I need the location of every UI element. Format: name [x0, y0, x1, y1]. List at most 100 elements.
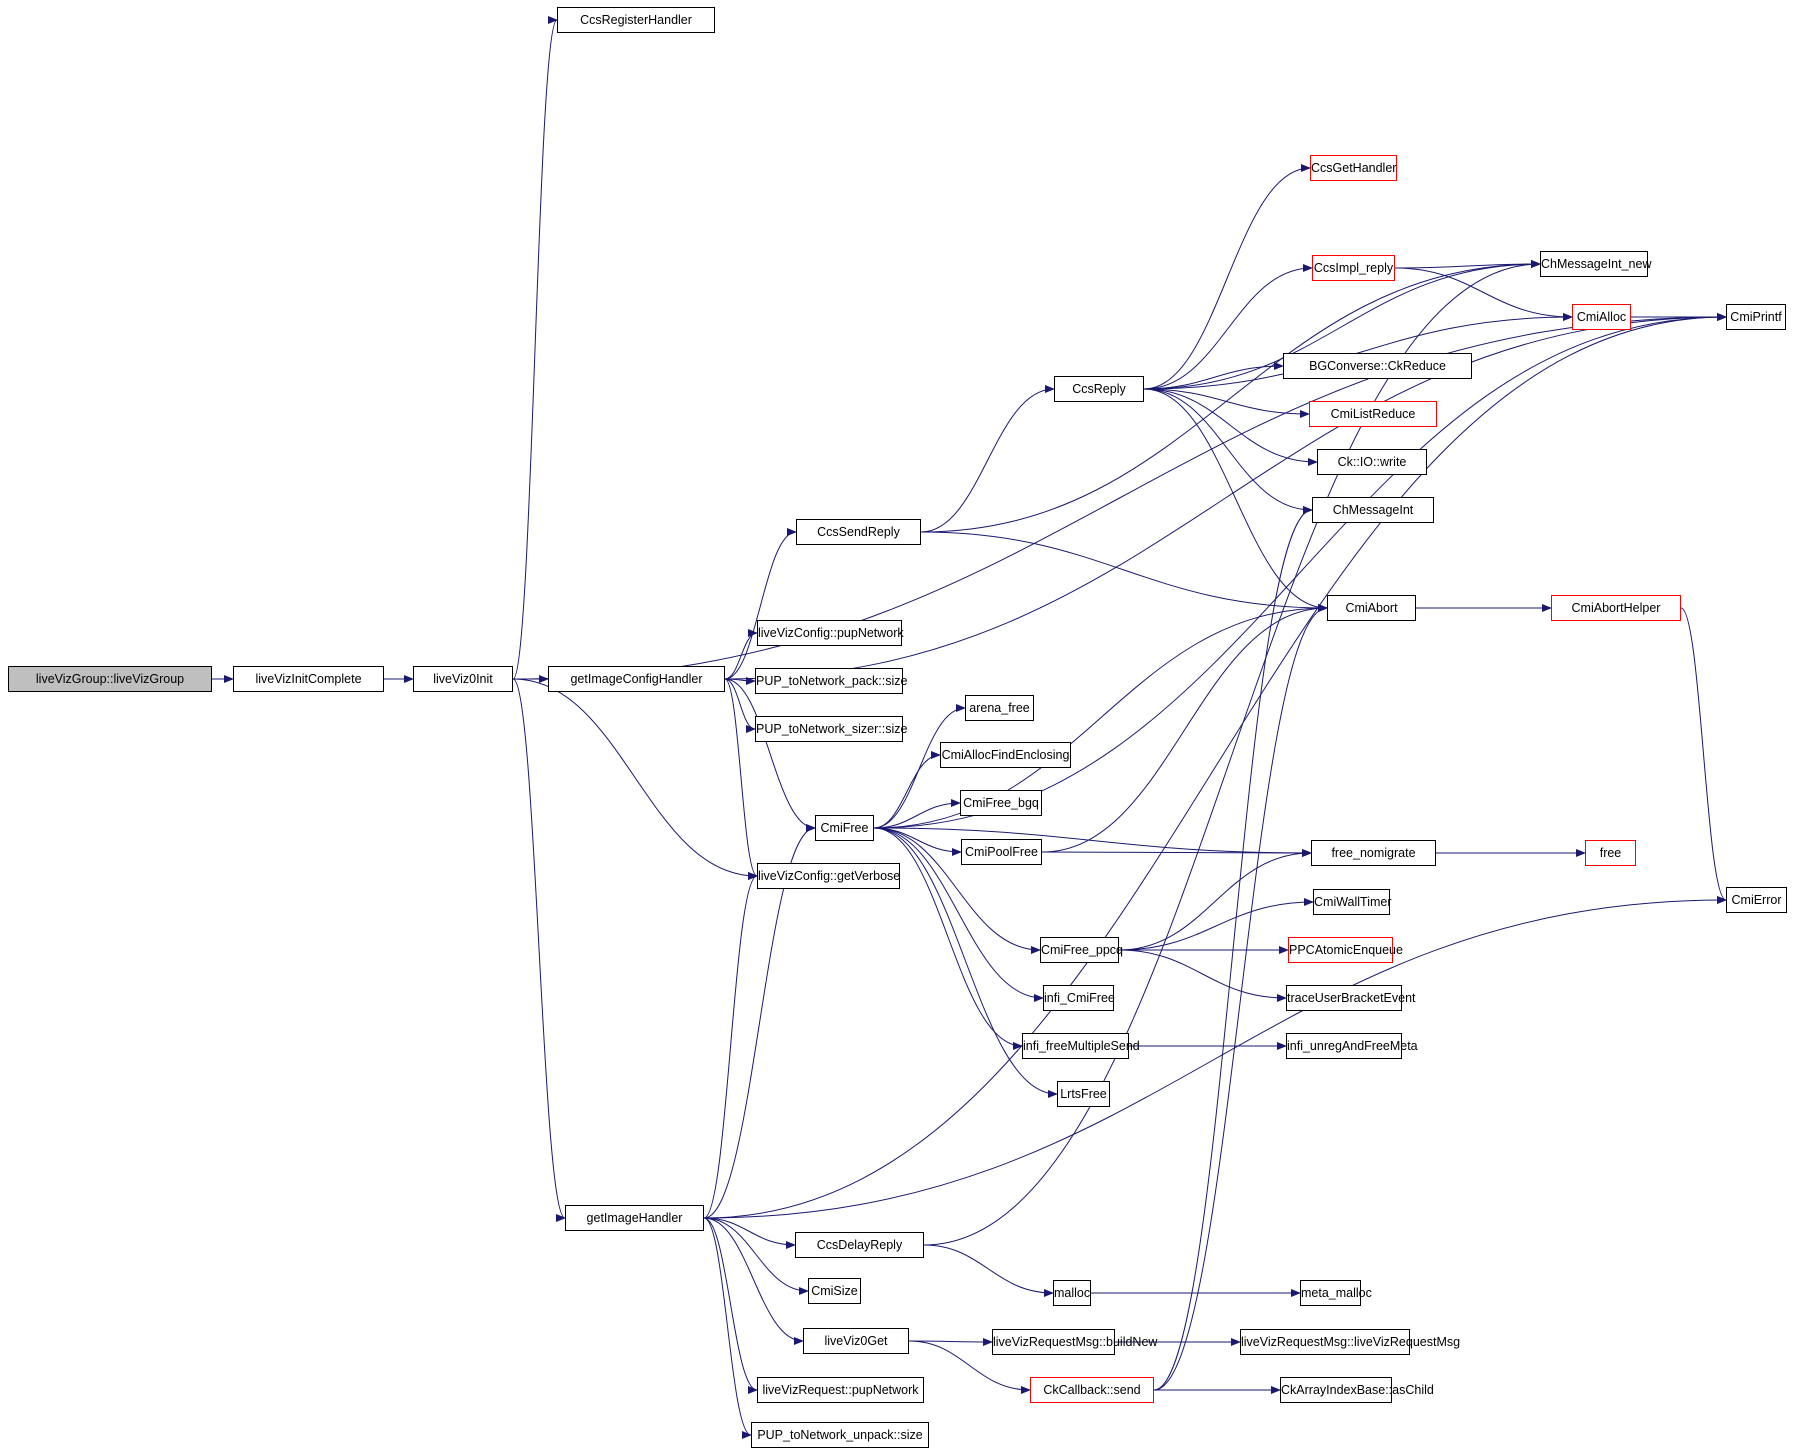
graph-node-ppc-enqueue[interactable]: PPCAtomicEnqueue: [1288, 937, 1403, 963]
call-edge-getImage-to-getVerbose: [703, 872, 758, 1219]
graph-node-malloc[interactable]: malloc: [1053, 1280, 1091, 1306]
graph-node-ccs-delay-reply[interactable]: CcsDelayReply: [795, 1232, 924, 1258]
call-edge-viz0Init-to-getVerbose: [512, 678, 758, 880]
graph-node-io-write[interactable]: Ck::IO::write: [1317, 449, 1427, 475]
call-edge-ckCallback-to-msgInt: [1153, 506, 1313, 1391]
call-edge-ccsReply-to-msgInt: [1143, 388, 1313, 514]
graph-node-cmi-abort[interactable]: CmiAbort: [1327, 595, 1416, 621]
call-edge-freePpcq-to-freeNomigrate: [1118, 849, 1312, 951]
graph-node-root[interactable]: liveVizGroup::liveVizGroup: [8, 666, 212, 692]
call-edge-ccsImplReply-to-msgIntNew: [1394, 260, 1541, 269]
call-edge-getImage-to-cmiPrintf: [703, 313, 1727, 1219]
graph-node-abort-helper[interactable]: CmiAbortHelper: [1551, 595, 1681, 621]
call-edge-ccsSendReply-to-cmiAbort: [920, 531, 1328, 612]
call-edge-getImageConfig-to-cmiPrintf: [724, 313, 1727, 680]
call-edge-ccsReply-to-ccsGetHandler: [1143, 164, 1311, 390]
graph-node-infi-multi[interactable]: infi_freeMultipleSend: [1022, 1033, 1140, 1059]
graph-node-wall-timer[interactable]: CmiWallTimer: [1313, 889, 1392, 915]
graph-node-build-new[interactable]: liveVizRequestMsg::buildNew: [992, 1329, 1157, 1355]
graph-node-free-bgq[interactable]: CmiFree_bgq: [960, 790, 1042, 816]
call-edge-getImage-to-cmiFree: [703, 824, 816, 1219]
graph-node-free[interactable]: free: [1585, 840, 1636, 866]
call-edge-ccsReply-to-listReduce: [1143, 388, 1310, 418]
graph-node-alloc-find[interactable]: CmiAllocFindEnclosing: [940, 742, 1071, 768]
call-edge-getImage-to-viz0Get: [703, 1217, 804, 1345]
graph-node-ccs-reply[interactable]: CcsReply: [1054, 376, 1144, 402]
call-edge-getImage-to-cmiSize: [703, 1217, 809, 1295]
call-edge-abortHelper-to-cmiError: [1680, 607, 1727, 904]
graph-node-free-ppcq[interactable]: CmiFree_ppcq: [1040, 937, 1123, 963]
call-edge-ccsImplReply-to-cmiAlloc: [1394, 267, 1573, 321]
graph-node-pool-free[interactable]: CmiPoolFree: [961, 839, 1042, 865]
graph-node-trace-bracket[interactable]: traceUserBracketEvent: [1286, 985, 1416, 1011]
graph-node-infi-free[interactable]: infi_CmiFree: [1043, 985, 1115, 1011]
call-edge-freePpcq-to-traceBracket: [1118, 949, 1287, 1002]
call-edge-cmiFree-to-infiMulti: [873, 827, 1023, 1050]
call-edge-poolFree-to-freeNomigrate: [1041, 848, 1312, 857]
call-edge-getImageConfig-to-ccsSendReply: [724, 528, 797, 680]
call-edge-viz0Init-to-ccsRegister: [512, 16, 558, 680]
graph-node-cmi-printf[interactable]: CmiPrintf: [1726, 304, 1786, 330]
call-edge-ccsReply-to-msgIntNew: [1143, 260, 1541, 390]
graph-node-sizer-size[interactable]: PUP_toNetwork_sizer::size: [755, 716, 907, 742]
graph-node-init-complete[interactable]: liveVizInitComplete: [233, 666, 384, 692]
graph-node-list-reduce[interactable]: CmiListReduce: [1309, 401, 1437, 427]
graph-node-get-image[interactable]: getImageHandler: [565, 1205, 704, 1231]
graph-node-free-nomigrate[interactable]: free_nomigrate: [1311, 840, 1436, 866]
call-edge-getImageConfig-to-pupNetwork: [724, 629, 758, 680]
call-edge-cmiFree-to-infiFree: [873, 827, 1044, 1002]
graph-node-req-msg-ctor[interactable]: liveVizRequestMsg::liveVizRequestMsg: [1240, 1329, 1460, 1355]
call-edge-getImage-to-unpackSize: [703, 1217, 752, 1439]
graph-node-lrts-free[interactable]: LrtsFree: [1057, 1081, 1110, 1107]
call-edge-ccsReply-to-cmiAbort: [1143, 388, 1328, 612]
graph-node-unreg-meta[interactable]: infi_unregAndFreeMeta: [1286, 1033, 1418, 1059]
call-edge-cmiFree-to-freePpcq: [873, 827, 1041, 954]
graph-node-msg-int[interactable]: ChMessageInt: [1312, 497, 1434, 523]
graph-node-viz0-get[interactable]: liveViz0Get: [803, 1328, 909, 1354]
graph-node-meta-malloc[interactable]: meta_malloc: [1300, 1280, 1372, 1306]
call-edge-ccsReply-to-bgReduce: [1143, 362, 1284, 390]
call-edge-getImageConfig-to-cmiFree: [724, 678, 816, 832]
call-edge-cmiFree-to-lrtsFree: [873, 827, 1058, 1098]
graph-node-ccs-register[interactable]: CcsRegisterHandler: [557, 7, 715, 33]
call-edge-ccsDelayReply-to-malloc: [923, 1244, 1054, 1297]
call-edge-ccsReply-to-ccsImplReply: [1143, 264, 1313, 390]
graph-node-msg-int-new[interactable]: ChMessageInt_new: [1540, 251, 1651, 277]
call-edge-getImageConfig-to-sizerSize: [724, 678, 756, 733]
graph-node-req-pup[interactable]: liveVizRequest::pupNetwork: [757, 1377, 924, 1403]
graph-node-pup-network[interactable]: liveVizConfig::pupNetwork: [757, 620, 904, 646]
graph-node-cmi-size[interactable]: CmiSize: [808, 1278, 861, 1304]
call-edge-viz0Init-to-getImage: [512, 678, 566, 1222]
graph-node-cmi-free[interactable]: CmiFree: [815, 815, 874, 841]
call-edge-getImage-to-reqPup: [703, 1217, 758, 1394]
graph-node-cmi-alloc[interactable]: CmiAlloc: [1572, 304, 1631, 330]
call-edge-cmiFree-to-cmiAbort: [873, 604, 1328, 829]
call-edge-ccsSendReply-to-msgIntNew: [920, 260, 1541, 533]
call-edge-getImage-to-cmiError: [703, 896, 1727, 1219]
call-edge-ckCallback-to-cmiAbort: [1153, 604, 1328, 1391]
graph-node-viz0-init[interactable]: liveViz0Init: [413, 666, 513, 692]
graph-node-ccs-impl-reply[interactable]: CcsImpl_reply: [1312, 255, 1395, 281]
call-edge-viz0Get-to-ckCallback: [908, 1340, 1031, 1394]
graph-node-cmi-error[interactable]: CmiError: [1726, 887, 1787, 913]
call-edge-cmiFree-to-freeBgq: [873, 799, 961, 829]
graph-node-bg-reduce[interactable]: BGConverse::CkReduce: [1283, 353, 1472, 379]
call-edge-viz0Init-to-cmiPrintf: [512, 313, 1727, 680]
graph-node-pack-size[interactable]: PUP_toNetwork_pack::size: [755, 668, 907, 694]
call-edge-ccsDelayReply-to-msgIntNew: [923, 260, 1541, 1246]
call-edge-freePpcq-to-wallTimer: [1118, 898, 1314, 951]
call-edge-cmiFree-to-arenaFree: [873, 704, 966, 829]
graph-node-unpack-size[interactable]: PUP_toNetwork_unpack::size: [751, 1422, 929, 1448]
graph-node-ccs-get-handler[interactable]: CcsGetHandler: [1310, 155, 1397, 181]
call-edge-getImageConfig-to-getVerbose: [724, 678, 758, 880]
graph-node-get-image-config[interactable]: getImageConfigHandler: [548, 666, 725, 692]
call-edge-cmiFree-to-freeNomigrate: [873, 827, 1312, 857]
graph-node-ck-callback[interactable]: CkCallback::send: [1030, 1377, 1154, 1403]
call-edge-getImage-to-ccsDelayReply: [703, 1217, 796, 1249]
graph-node-ccs-send-reply[interactable]: CcsSendReply: [796, 519, 921, 545]
graph-node-arena-free[interactable]: arena_free: [965, 695, 1034, 721]
call-edge-cmiFree-to-allocFind: [873, 751, 941, 829]
call-edge-viz0Get-to-buildNew: [908, 1337, 993, 1346]
graph-node-as-child[interactable]: CkArrayIndexBase::asChild: [1280, 1377, 1434, 1403]
graph-node-get-verbose[interactable]: liveVizConfig::getVerbose: [757, 863, 900, 889]
